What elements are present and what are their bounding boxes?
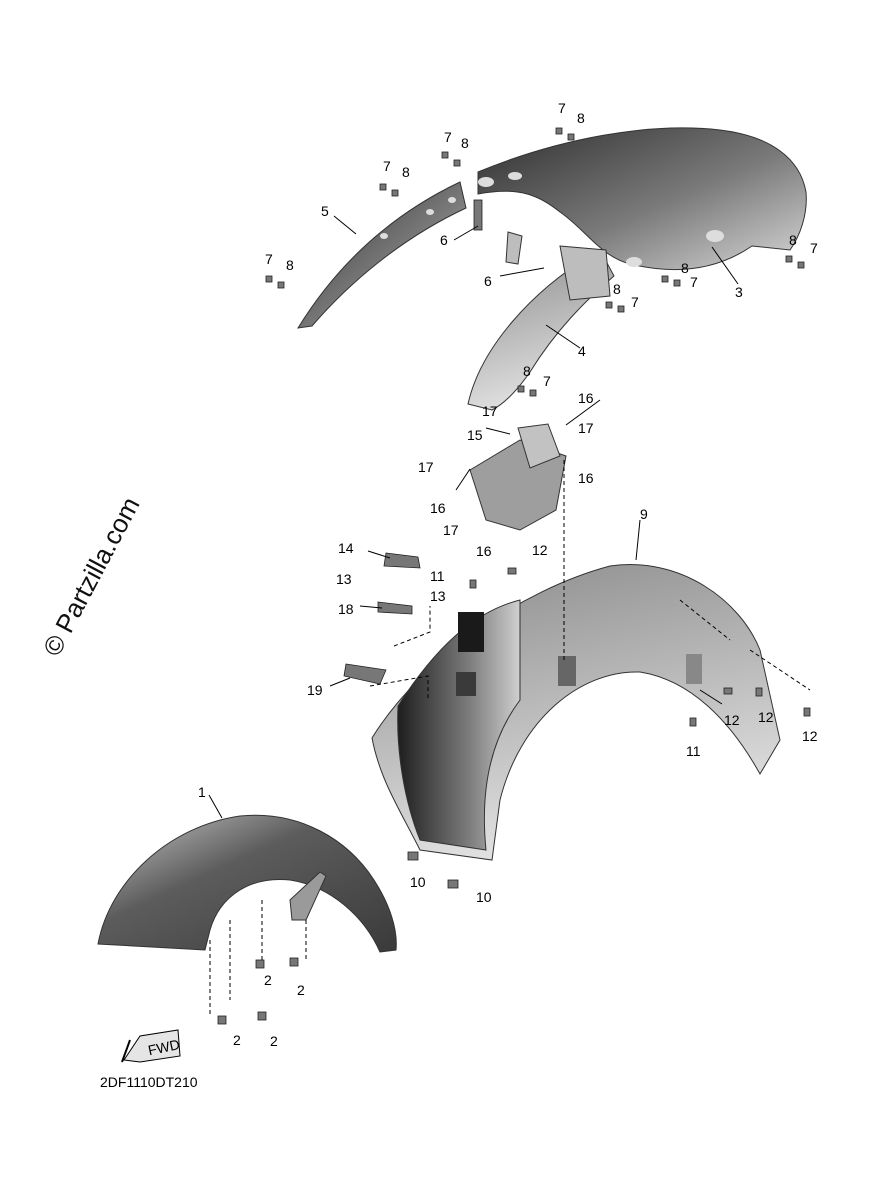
callout-4: 4 xyxy=(578,343,586,359)
callout-2: 2 xyxy=(264,972,272,988)
callout-10: 10 xyxy=(410,874,426,890)
callout-17: 17 xyxy=(482,403,498,419)
fwd-label: FWD xyxy=(147,1036,182,1058)
callout-19: 19 xyxy=(307,682,323,698)
small-parts-14-18-19 xyxy=(343,552,421,685)
callout-6: 6 xyxy=(484,273,492,289)
callout-11: 11 xyxy=(686,743,701,759)
part-14-clamp xyxy=(383,552,421,569)
callout-7: 7 xyxy=(631,294,639,310)
callout-8: 8 xyxy=(577,110,585,126)
callout-17: 17 xyxy=(418,459,434,475)
leader-lines xyxy=(208,215,811,1016)
callout-7: 7 xyxy=(810,240,818,256)
callout-12: 12 xyxy=(532,542,548,558)
callout-8: 8 xyxy=(613,281,621,297)
callout-7: 7 xyxy=(444,129,452,145)
callout-8: 8 xyxy=(523,363,531,379)
callout-7: 7 xyxy=(265,251,273,267)
callout-5: 5 xyxy=(321,203,329,219)
callout-14: 14 xyxy=(338,540,354,556)
callout-8: 8 xyxy=(461,135,469,151)
callout-10: 10 xyxy=(476,889,492,905)
callout-7: 7 xyxy=(558,100,566,116)
callout-16: 16 xyxy=(578,390,594,406)
callout-1: 1 xyxy=(198,784,206,800)
bracket-assembly xyxy=(469,423,567,531)
callout-8: 8 xyxy=(286,257,294,273)
callout-15: 15 xyxy=(467,427,483,443)
fasteners xyxy=(217,127,811,1025)
callout-17: 17 xyxy=(443,522,459,538)
callout-9: 9 xyxy=(640,506,648,522)
part-4-fender-panel xyxy=(467,231,615,411)
part-18-plate xyxy=(377,601,413,615)
callout-12: 12 xyxy=(802,728,818,744)
part-9-rear-fender xyxy=(371,564,781,861)
fwd-arrow: FWD xyxy=(121,1029,182,1063)
callout-3: 3 xyxy=(735,284,743,300)
part-6-spacer xyxy=(473,199,483,231)
callout-17: 17 xyxy=(578,420,594,436)
callout-6: 6 xyxy=(440,232,448,248)
callout-18: 18 xyxy=(338,601,354,617)
callout-8: 8 xyxy=(681,260,689,276)
callout-8: 8 xyxy=(789,232,797,248)
watermark: © Partzilla.com xyxy=(37,492,146,661)
callout-11: 11 xyxy=(430,568,445,584)
callout-8: 8 xyxy=(402,164,410,180)
callout-16: 16 xyxy=(476,543,492,559)
callout-16: 16 xyxy=(578,470,594,486)
callouts: 1 2 2 2 2 3 4 5 6 6 7 8 7 8 7 8 7 8 8 7 … xyxy=(198,100,818,1049)
part-19-cover xyxy=(343,663,387,685)
callout-13: 13 xyxy=(430,588,446,604)
callout-7: 7 xyxy=(690,274,698,290)
callout-13: 13 xyxy=(336,571,352,587)
callout-2: 2 xyxy=(297,982,305,998)
callout-12: 12 xyxy=(758,709,774,725)
callout-12: 12 xyxy=(724,712,740,728)
part-3-fender-cover xyxy=(477,127,807,271)
part-1-front-fender xyxy=(97,814,397,953)
callout-2: 2 xyxy=(233,1032,241,1048)
callout-7: 7 xyxy=(543,373,551,389)
diagram-code: 2DF1110DT210 xyxy=(100,1074,198,1090)
callout-7: 7 xyxy=(383,158,391,174)
callout-2: 2 xyxy=(270,1033,278,1049)
part-5-side-strip xyxy=(297,181,483,329)
callout-16: 16 xyxy=(430,500,446,516)
